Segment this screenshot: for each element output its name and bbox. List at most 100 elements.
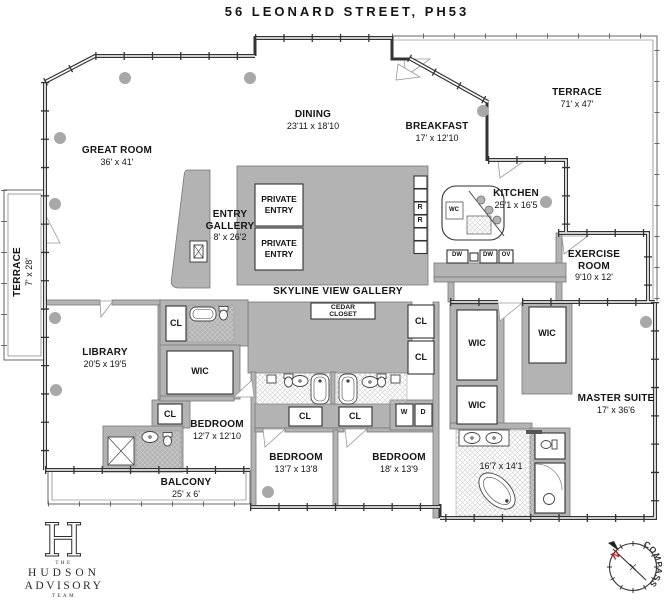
cl-box <box>338 406 373 427</box>
logo-advisory: ADVISORY <box>24 580 104 592</box>
closet-boxes <box>157 175 567 514</box>
room-label-bedroom-2: BEDROOM 13'7 x 13'8 <box>269 452 323 474</box>
washer-box <box>395 403 414 427</box>
appliance-box <box>413 227 428 242</box>
room-label-terrace-right: TERRACE 71' x 47' <box>552 87 602 109</box>
closet-label-cl: CL <box>349 411 361 421</box>
dim-label-master-bath: 16'7 x 14'1 <box>479 461 523 471</box>
appliance-label-dw: DW <box>452 252 462 258</box>
room-label-master-suite: MASTER SUITE 17' x 36'6 <box>577 393 655 415</box>
compass-label: COMPASS <box>642 539 664 590</box>
closet-label-wic: WIC <box>468 400 486 410</box>
room-label-bedroom-1: BEDROOM 12'7 x 12'10 <box>190 419 244 441</box>
logo-the: THE <box>55 561 73 566</box>
shower-door-swing <box>535 463 563 491</box>
stool <box>484 205 494 215</box>
terrace-right-outline <box>392 35 658 301</box>
wc-box <box>445 201 464 220</box>
svg-text:COMPASS: COMPASS <box>642 539 665 590</box>
room-label-library: LIBRARY 20'5 x 19'5 <box>82 347 128 369</box>
shower-stall <box>534 462 566 514</box>
cl-box <box>288 406 323 427</box>
appliance-label-ov: OV <box>501 252 511 258</box>
room-label-terrace-left: TERRACE 7' x 28' <box>12 247 34 297</box>
closet-label-wic: WIC <box>538 328 556 338</box>
cl-box <box>157 403 183 425</box>
room-label-breakfast: BREAKFAST 17' x 12'10 <box>405 121 469 143</box>
cedar-closet-box <box>310 302 376 320</box>
room-label-exercise-room: EXERCISE ROOM 9'10 x 12' <box>567 249 621 282</box>
dishwasher-box <box>479 249 498 264</box>
room-label-kitchen: KITCHEN 25'1 x 16'5 <box>493 188 539 210</box>
cl-box <box>165 305 187 342</box>
room-label-private-entry-1: PRIVATE ENTRY <box>261 194 297 215</box>
kitchen-island <box>441 185 505 241</box>
plan-title: 56 LEONARD STREET, PH53 <box>224 4 470 19</box>
logo-monogram: H <box>43 513 83 567</box>
toilet <box>163 435 172 447</box>
toilet <box>284 376 293 388</box>
stool <box>492 215 502 225</box>
room-label-bedroom-3: BEDROOM 18' x 13'9 <box>372 452 426 474</box>
oven-box <box>498 249 514 264</box>
toilet <box>540 440 552 449</box>
appliance-label-washer: W <box>400 409 408 416</box>
exterior-walls <box>41 34 659 522</box>
room-label-skyline-gallery: SKYLINE VIEW GALLERY <box>273 286 403 297</box>
sink-box <box>469 252 479 262</box>
column-dots <box>49 72 652 498</box>
closet-label-cl: CL <box>299 411 311 421</box>
cl-box <box>407 340 435 375</box>
dishwasher-box <box>446 249 469 264</box>
room-label-balcony: BALCONY 25' x 6' <box>160 477 212 499</box>
hudson-advisory-logo: THE HUDSON ADVISORY TEAM <box>18 516 110 599</box>
private-entry-box-2 <box>254 227 304 271</box>
fixture-label-wc: WC <box>449 207 459 213</box>
wic-room <box>456 385 498 425</box>
dryer-box <box>414 403 433 427</box>
closet-label-wic: WIC <box>191 366 209 376</box>
cl-box <box>407 304 435 339</box>
appliance-label-refrigerator: R <box>417 217 423 224</box>
kitchen-counter <box>433 262 567 278</box>
shower-drain <box>543 493 555 505</box>
freestanding-tub <box>478 472 516 510</box>
appliance-label-dw: DW <box>483 252 493 258</box>
logo-hudson: HUDSON <box>28 567 100 579</box>
room-label-entry-gallery: ENTRY GALLERY 8' x 26'2 <box>205 209 255 242</box>
closet-label-wic: WIC <box>468 338 486 348</box>
closet-label-cl: CL <box>415 352 427 362</box>
elevator-icon <box>189 240 208 263</box>
toilet <box>551 439 558 450</box>
room-label-dining: DINING 23'11 x 18'10 <box>286 109 340 131</box>
appliance-box <box>413 175 428 190</box>
fixtures <box>107 306 563 510</box>
door-swings <box>44 58 590 448</box>
room-label-private-entry-2: PRIVATE ENTRY <box>261 238 297 259</box>
balcony-outline <box>47 470 251 505</box>
wic-room <box>456 309 498 381</box>
compass-north: N <box>610 549 623 563</box>
compass-arrow <box>608 541 619 551</box>
closet-label-cl: CL <box>415 316 427 326</box>
stool <box>476 195 486 205</box>
closet-label-cl: CL <box>164 409 176 419</box>
room-label-cedar-closet: CEDAR CLOSET <box>329 304 357 319</box>
wic-room <box>528 306 567 364</box>
appliance-label-refrigerator: R <box>417 204 423 211</box>
appliance-box <box>413 240 428 255</box>
toilet <box>219 309 228 321</box>
compass-needle <box>612 548 647 581</box>
private-entry-box-1 <box>254 183 304 227</box>
appliance-box <box>413 188 428 203</box>
terrace-outlines <box>1 33 660 507</box>
wic-room <box>166 350 234 395</box>
room-label-great-room: GREAT ROOM 36' x 41' <box>81 145 153 167</box>
toilet <box>377 376 386 388</box>
toilet-room <box>534 432 566 460</box>
compass: COMPASS N <box>607 539 665 593</box>
closet-label-cl: CL <box>170 318 182 328</box>
appliance-label-dryer: D <box>420 409 426 416</box>
